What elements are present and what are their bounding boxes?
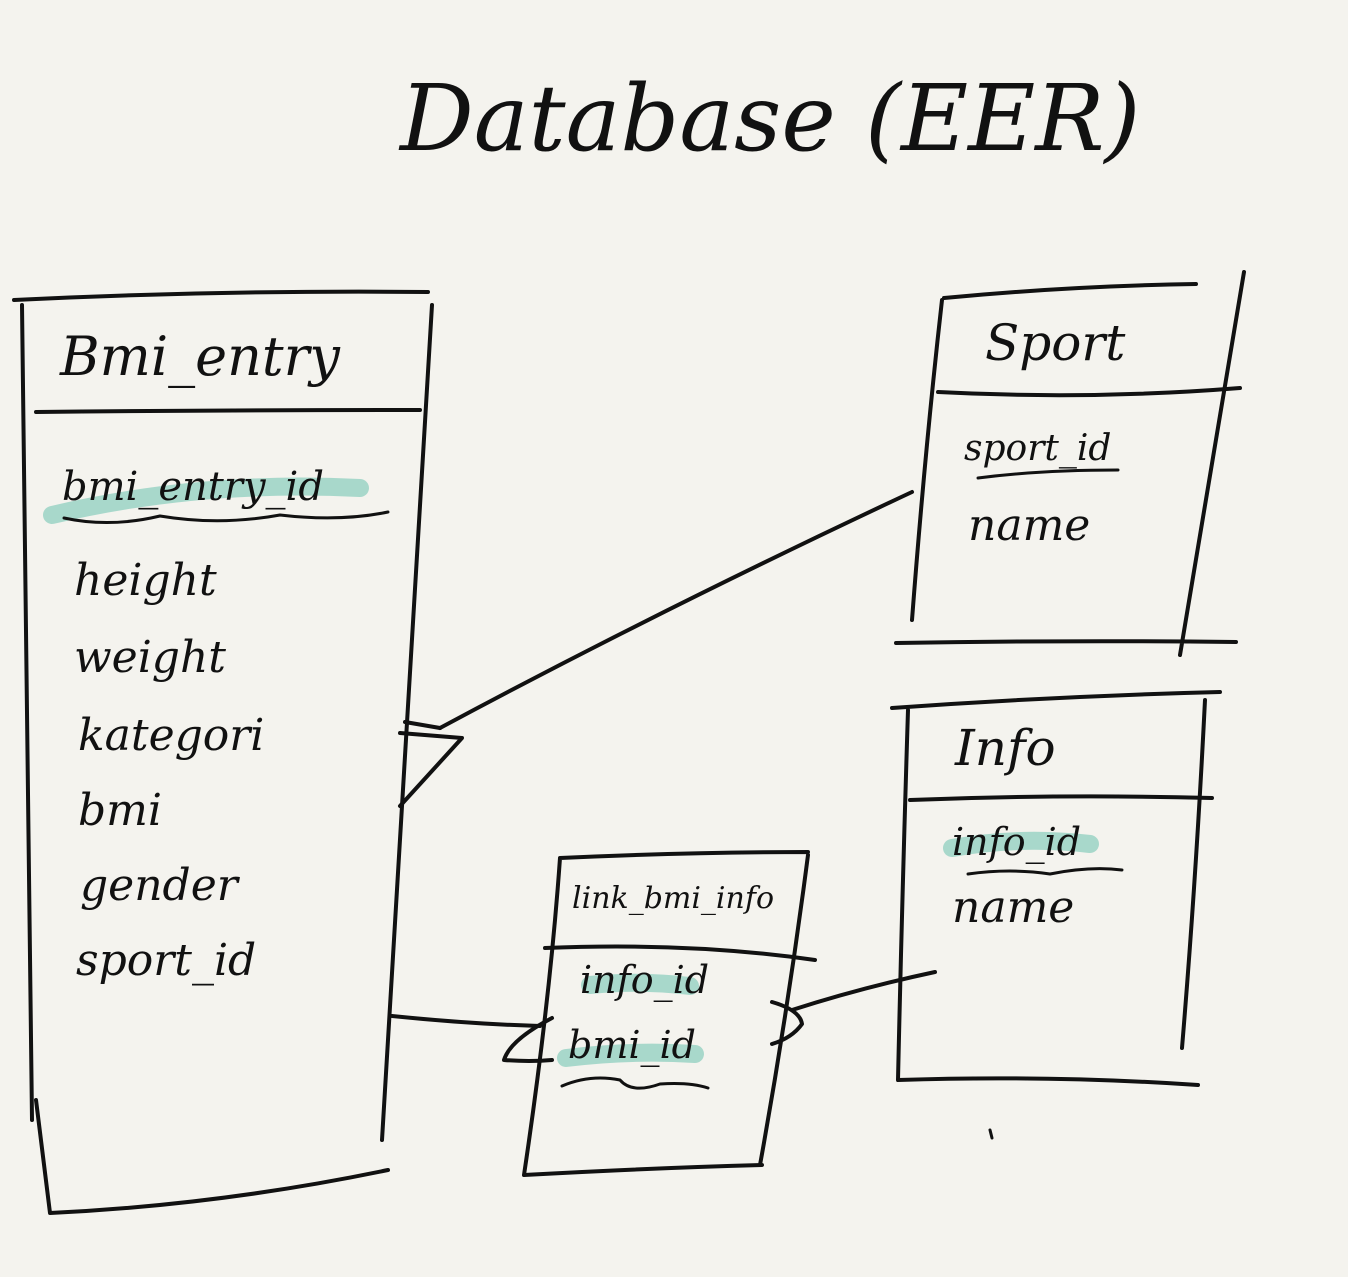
attr-sport-name: name (968, 500, 1090, 551)
entity-sport: Sport sport_id name (894, 270, 1246, 657)
entity-sport-divider (936, 386, 1242, 398)
entity-info-divider (908, 794, 1214, 802)
entity-info-name: Info (954, 719, 1056, 777)
pk-underline-sport-id (976, 468, 1120, 480)
entity-link-name: link_bmi_info (572, 881, 774, 916)
crow-foot-link-left (502, 1016, 554, 1063)
attr-info-name: name (952, 882, 1074, 933)
attr-weight: weight (74, 632, 226, 683)
relationship-line-bmi-link (390, 1014, 542, 1028)
relationship-line-info-link (790, 970, 937, 1012)
pk-info-id: info_id (952, 820, 1081, 865)
entity-bmi-entry: Bmi_entry bmi_entry_id height weight kat… (12, 289, 434, 1215)
entity-sport-name: Sport (985, 314, 1126, 372)
relationship-bmi-link (390, 1014, 554, 1063)
entity-bmi-entry-border (12, 289, 434, 1215)
entity-link-border (522, 850, 810, 1177)
diagram-title: Database (EER) (398, 65, 1140, 172)
entity-bmi-entry-divider (34, 408, 422, 414)
relationship-info-link (770, 970, 937, 1046)
attr-bmi: bmi (78, 785, 162, 836)
entity-link-divider (543, 944, 817, 962)
stray-mark (988, 1128, 994, 1140)
relationship-line-sport-bmi (438, 490, 914, 730)
pk-underline-info-id (966, 867, 1124, 876)
attr-height: height (74, 555, 217, 606)
entity-info: Info info_id name (890, 690, 1222, 1087)
pk-sport-id: sport_id (964, 428, 1111, 469)
pk-underline-link (560, 1076, 710, 1090)
entity-info-border (890, 690, 1222, 1087)
pk-highlight-bmi-entry-id (43, 477, 369, 524)
attr-sport-id: sport_id (76, 935, 256, 986)
pk-highlight-bmi-id-link (557, 1043, 704, 1067)
crow-foot-link-right (770, 1000, 804, 1046)
pk-link-info-id: info_id (580, 958, 709, 1003)
attr-kategori: kategori (78, 710, 264, 761)
relationship-sport-bmi (398, 490, 914, 808)
pk-bmi-entry-id: bmi_entry_id (62, 464, 324, 510)
crow-foot-bmi-entry (398, 720, 464, 808)
attr-gender: gender (80, 860, 241, 911)
pk-highlight-info-id (943, 831, 1099, 857)
entity-bmi-entry-name: Bmi_entry (59, 325, 341, 388)
entity-link-bmi-info: link_bmi_info info_id bmi_id (522, 850, 817, 1177)
pk-link-bmi-id: bmi_id (568, 1023, 696, 1068)
pk-highlight-info-id-link (581, 973, 699, 995)
pk-underline-bmi-entry-id (62, 510, 390, 524)
entity-sport-border (894, 270, 1246, 657)
